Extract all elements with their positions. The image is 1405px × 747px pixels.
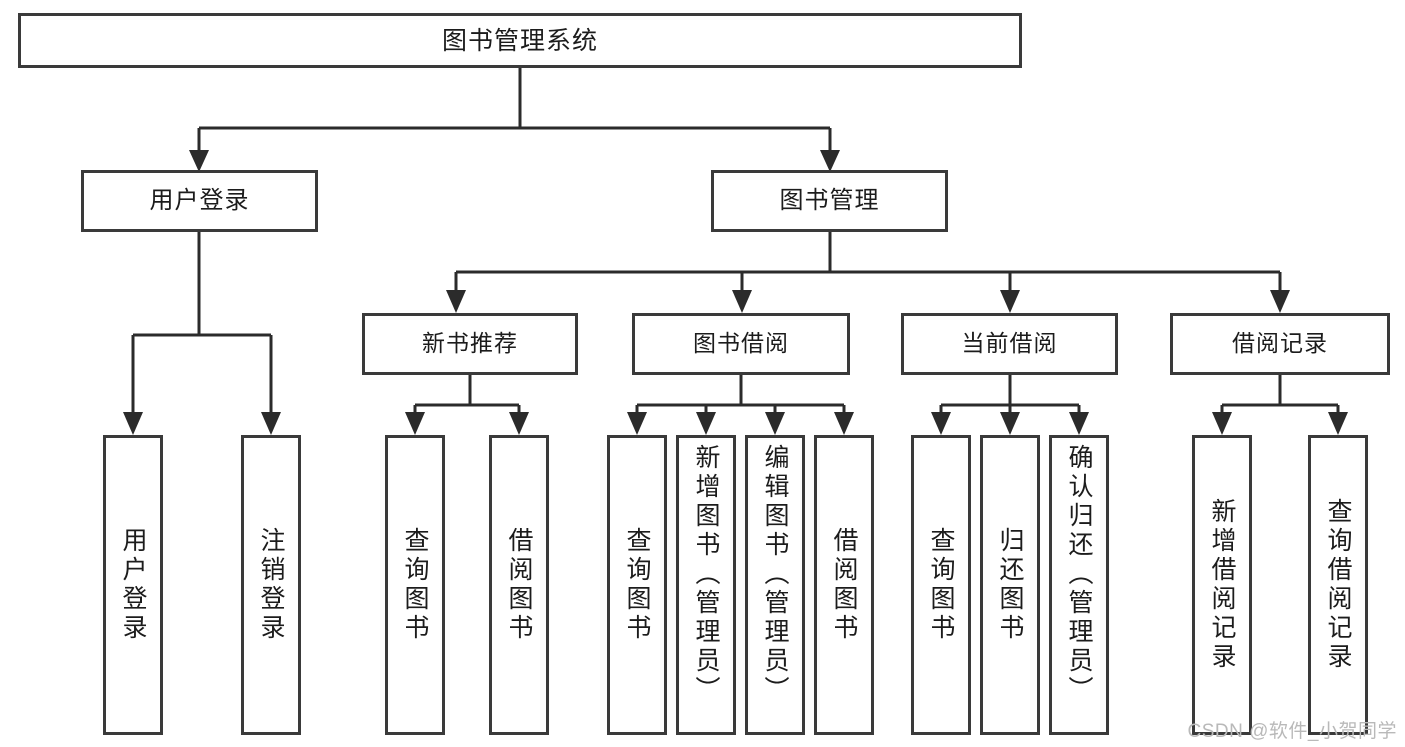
leaf-borrow-edit-book-admin[interactable]: 编辑图书（管理员） (745, 435, 805, 735)
arrow-head-icon (765, 412, 785, 435)
leaf-current-query-book[interactable]: 查询图书 (911, 435, 971, 735)
node-label: 借阅图书 (505, 527, 533, 643)
arrow-head-icon (732, 290, 752, 313)
node-book-borrow[interactable]: 图书借阅 (632, 313, 850, 375)
node-label: 查询借阅记录 (1324, 498, 1352, 672)
node-label: 当前借阅 (961, 330, 1058, 357)
arrow-head-icon (1069, 412, 1089, 435)
node-borrow-record[interactable]: 借阅记录 (1170, 313, 1390, 375)
node-label: 新书推荐 (422, 330, 518, 357)
node-current-borrow[interactable]: 当前借阅 (901, 313, 1118, 375)
arrow-head-icon (627, 412, 647, 435)
node-label: 用户登录 (119, 527, 147, 643)
arrow-head-icon (696, 412, 716, 435)
node-label: 新增借阅记录 (1208, 498, 1236, 672)
arrow-head-icon (820, 150, 840, 172)
leaf-newbook-query-book[interactable]: 查询图书 (385, 435, 445, 735)
leaf-borrow-add-book-admin[interactable]: 新增图书（管理员） (676, 435, 736, 735)
node-label: 用户登录 (149, 186, 250, 214)
node-label: 确认归还（管理员） (1065, 444, 1093, 705)
node-label: 借阅记录 (1232, 330, 1328, 357)
arrow-head-icon (1328, 412, 1348, 435)
csdn-watermark: CSDN @软件_小贺同学 (1187, 721, 1397, 742)
arrow-head-icon (446, 290, 466, 313)
arrow-head-icon (123, 412, 143, 435)
arrow-head-icon (509, 412, 529, 435)
node-label: 新增图书（管理员） (692, 444, 720, 705)
node-new-book-recommend[interactable]: 新书推荐 (362, 313, 578, 375)
leaf-borrow-query-book[interactable]: 查询图书 (607, 435, 667, 735)
arrow-head-icon (1000, 290, 1020, 313)
node-label: 查询图书 (927, 527, 955, 643)
node-label: 注销登录 (257, 527, 285, 643)
node-label: 编辑图书（管理员） (761, 444, 789, 705)
arrow-head-icon (1000, 412, 1020, 435)
arrow-head-icon (189, 150, 209, 172)
node-label: 借阅图书 (830, 527, 858, 643)
arrow-head-icon (834, 412, 854, 435)
node-root-system[interactable]: 图书管理系统 (18, 13, 1022, 68)
node-label: 查询图书 (401, 527, 429, 643)
leaf-current-confirm-return-admin[interactable]: 确认归还（管理员） (1049, 435, 1109, 735)
leaf-logout[interactable]: 注销登录 (241, 435, 301, 735)
leaf-newbook-borrow-book[interactable]: 借阅图书 (489, 435, 549, 735)
leaf-record-add-record[interactable]: 新增借阅记录 (1192, 435, 1252, 735)
leaf-current-return-book[interactable]: 归还图书 (980, 435, 1040, 735)
node-label: 查询图书 (623, 527, 651, 643)
leaf-user-login[interactable]: 用户登录 (103, 435, 163, 735)
node-label: 图书管理 (779, 186, 880, 214)
arrow-head-icon (931, 412, 951, 435)
arrow-head-icon (405, 412, 425, 435)
arrow-head-icon (1270, 290, 1290, 313)
node-user-login[interactable]: 用户登录 (81, 170, 318, 232)
leaf-borrow-borrow-book[interactable]: 借阅图书 (814, 435, 874, 735)
node-label: 图书管理系统 (441, 26, 598, 55)
node-label: 归还图书 (996, 527, 1024, 643)
leaf-record-query-record[interactable]: 查询借阅记录 (1308, 435, 1368, 735)
arrow-head-icon (261, 412, 281, 435)
arrow-head-icon (1212, 412, 1232, 435)
node-label: 图书借阅 (693, 330, 789, 357)
node-book-management[interactable]: 图书管理 (711, 170, 948, 232)
